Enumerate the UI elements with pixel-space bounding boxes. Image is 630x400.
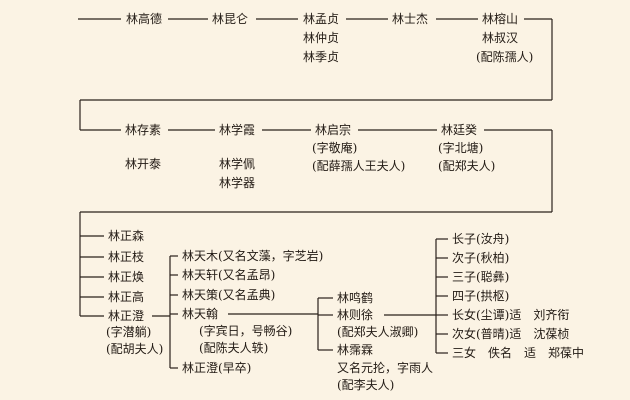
name-lin-jizhen: 林季贞 (303, 50, 340, 64)
spouse-note-zheng-shuqing: (配郑夫人淑卿) (337, 325, 419, 339)
name-lin-shuhan: 林叔汉 (482, 31, 519, 45)
child-eldest-daughter: 长女(尘谭)适 刘齐衔 (452, 308, 570, 322)
name-lin-tianhan: 林天翰 (182, 307, 219, 321)
spouse-note-zheng: (配郑夫人) (438, 159, 496, 173)
name-lin-shijie: 林士杰 (392, 12, 429, 26)
name-lin-tianmu: 林天木(又名文藻，字芝岩) (182, 249, 324, 263)
name-lin-xuexia: 林学霞 (219, 123, 256, 137)
name-lin-minghe: 林鸣鹤 (337, 291, 374, 305)
name-lin-zhenggao: 林正高 (108, 290, 145, 304)
child-fourth-son: 四子(拱枢) (452, 289, 510, 303)
courtesy-note-beitang: (字北塘) (438, 141, 484, 155)
name-lin-tinggui: 林廷癸 (441, 123, 478, 137)
name-lin-xueqi: 林学器 (219, 176, 256, 190)
name-lin-kaitai: 林开泰 (125, 157, 162, 171)
courtesy-note-jingan: (字敬庵) (312, 141, 358, 155)
name-lin-zhengcheng-died-young: 林正澄(早卒) (182, 361, 252, 375)
child-third-son: 三子(聪彝) (452, 270, 510, 284)
child-second-daughter: 次女(普晴)适 沈葆桢 (452, 327, 570, 341)
spouse-note-li: (配李夫人) (337, 378, 395, 392)
name-lin-cunsu: 林存素 (125, 123, 162, 137)
spouse-note-hu: (配胡夫人) (106, 342, 164, 356)
name-lin-qizong: 林启宗 (315, 123, 352, 137)
child-eldest-son: 长子(汝舟) (452, 232, 510, 246)
spouse-note-xue-wang: (配薛孺人王夫人) (312, 159, 406, 173)
name-lin-zhengsen: 林正森 (108, 229, 145, 243)
name-lin-gaode: 林高德 (126, 12, 163, 26)
name-lin-zhengzhi: 林正枝 (108, 250, 145, 264)
name-lin-mengzhen: 林孟贞 (303, 12, 340, 26)
child-second-son: 次子(秋柏) (452, 251, 510, 265)
child-third-daughter: 三女 佚名 适 郑葆中 (452, 346, 585, 360)
courtesy-note-binri: (字宾日，号畅谷) (199, 324, 293, 338)
courtesy-note-qiantang: (字潜躺) (106, 325, 152, 339)
spouse-note-chen-yi: (配陈夫人轶) (199, 341, 269, 355)
name-lin-rongshan: 林榕山 (482, 12, 519, 26)
name-lin-tianxuan: 林天轩(又名孟昂) (182, 268, 276, 282)
name-lin-xuepei: 林学佩 (219, 157, 256, 171)
name-lin-zhongzhen: 林仲贞 (303, 31, 340, 45)
spouse-note-chen: (配陈孺人) (476, 50, 534, 64)
name-lin-kunlun: 林昆仑 (212, 12, 249, 26)
name-lin-peilin: 林霈霖 (337, 343, 374, 357)
name-lin-tiance: 林天策(又名孟典) (182, 288, 276, 302)
name-lin-zexu: 林则徐 (337, 308, 374, 322)
name-lin-zhenghuan: 林正焕 (108, 270, 145, 284)
courtesy-note-yuanlun: 又名元抡，字雨人 (337, 361, 434, 375)
name-lin-zhengcheng: 林正澄 (108, 309, 145, 323)
